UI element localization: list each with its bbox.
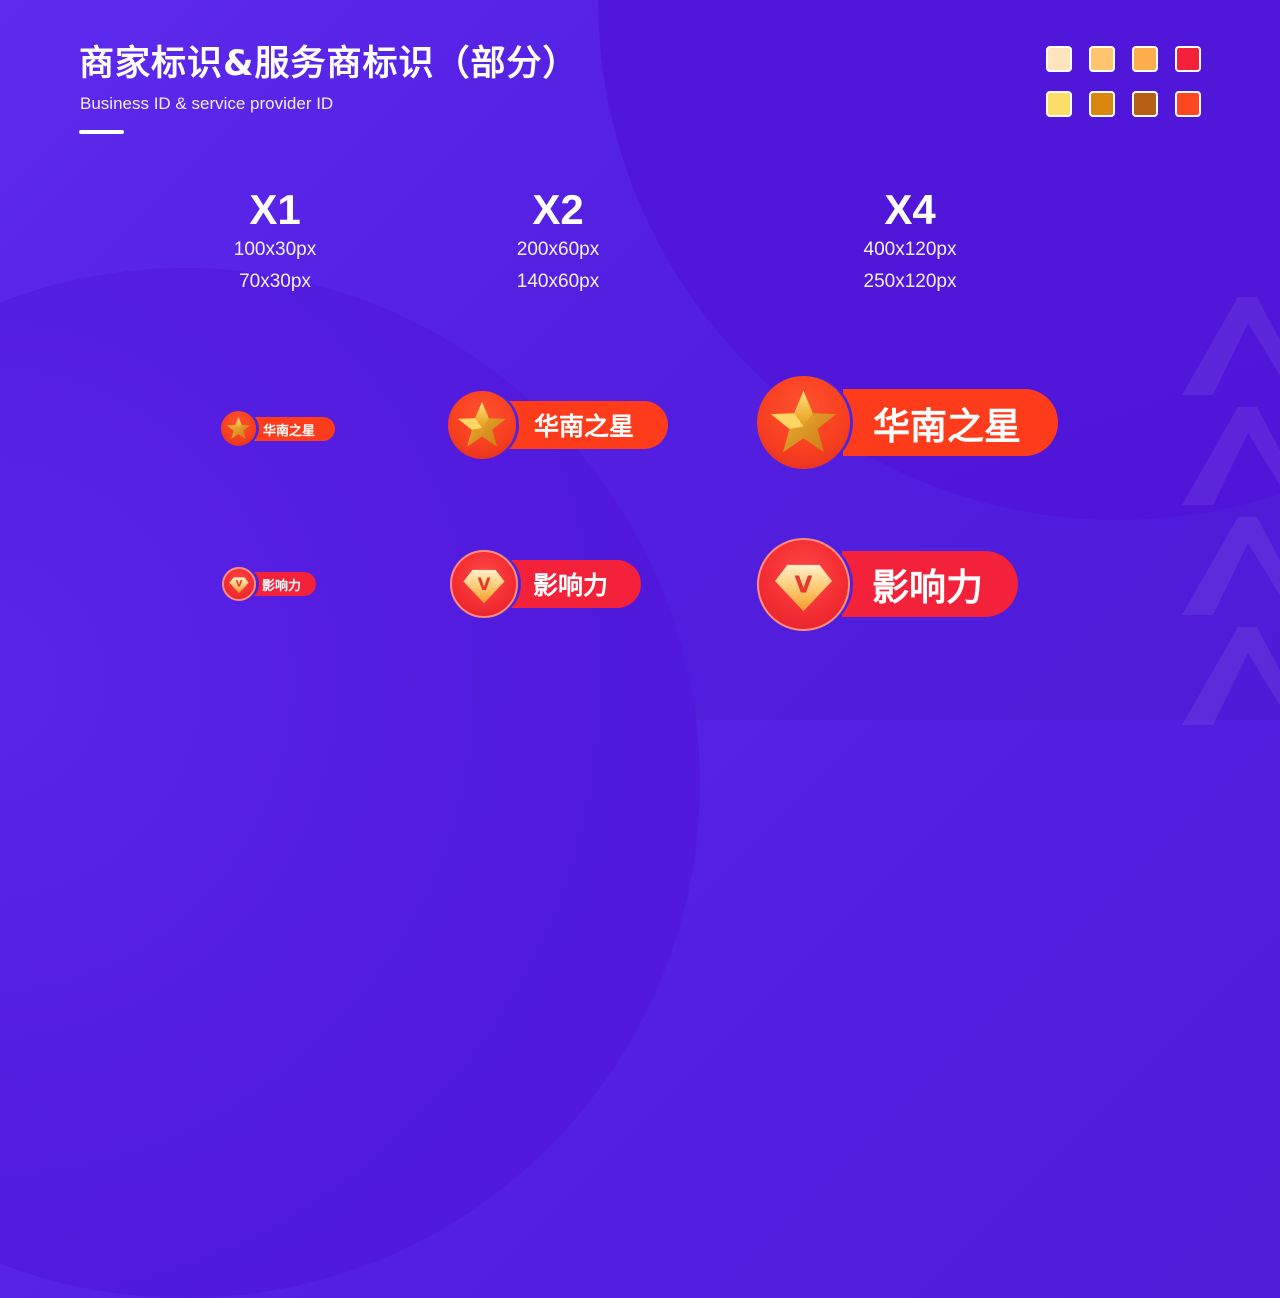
color-swatch [1046, 91, 1072, 117]
scale-label: X4 [884, 186, 936, 233]
color-swatch [1046, 46, 1072, 72]
chevron-decoration-icon [1182, 625, 1280, 725]
color-swatch [1175, 46, 1201, 72]
scale-x4: X4 400x120px 250x120px [810, 186, 1010, 298]
color-swatch [1132, 91, 1158, 117]
page-subtitle: Business ID & service provider ID [80, 94, 334, 113]
scale-size-narrow: 70x30px [239, 271, 311, 292]
color-swatch [1089, 46, 1115, 72]
svg-text:V: V [795, 573, 813, 599]
badge-label: 华南之星 [506, 401, 668, 449]
v-diamond-icon: V [450, 550, 518, 618]
color-swatch [1089, 91, 1115, 117]
svg-text:V: V [478, 575, 491, 594]
v-diamond-icon: V [222, 567, 256, 601]
gold-star-icon [221, 411, 256, 446]
badge-label: 华南之星 [243, 417, 335, 441]
svg-text:V: V [236, 579, 243, 589]
page-title: 商家标识&服务商标识（部分） [79, 44, 579, 84]
badge-label: 影响力 [842, 551, 1018, 617]
gold-star-icon [757, 376, 850, 469]
v-diamond-icon: V [757, 538, 850, 631]
badge-label: 影响力 [505, 560, 641, 608]
scale-size-wide: 400x120px [863, 239, 957, 260]
color-swatch [1132, 46, 1158, 72]
scale-size-narrow: 250x120px [863, 271, 957, 292]
scale-size-narrow: 140x60px [516, 271, 600, 292]
scale-label: X1 [249, 186, 301, 233]
gold-star-icon [448, 391, 516, 459]
chevron-decoration-icon [1182, 295, 1280, 395]
badge-label: 华南之星 [843, 389, 1058, 456]
chevron-decoration-icon [1182, 515, 1280, 615]
scale-size-wide: 200x60px [516, 239, 600, 260]
scale-x1: X1 100x30px 70x30px [175, 186, 375, 298]
color-swatch [1175, 91, 1201, 117]
chevron-decoration-icon [1182, 405, 1280, 505]
scale-x2: X2 200x60px 140x60px [458, 186, 658, 298]
color-palette [1046, 46, 1201, 117]
title-underline [79, 130, 124, 134]
scale-label: X2 [532, 186, 584, 233]
scale-size-wide: 100x30px [233, 239, 317, 260]
badge-label: 影响力 [244, 572, 316, 596]
